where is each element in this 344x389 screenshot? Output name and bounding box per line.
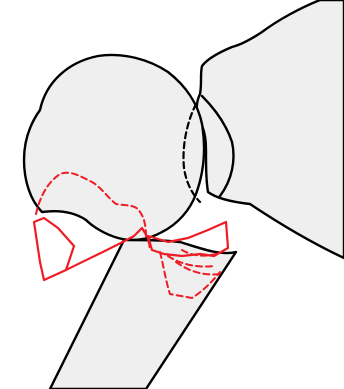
fracture-fragment-lateral [34, 218, 74, 280]
humeral-shaft [50, 240, 236, 389]
scapula-shape [197, 0, 344, 258]
humeral-head [24, 55, 204, 240]
